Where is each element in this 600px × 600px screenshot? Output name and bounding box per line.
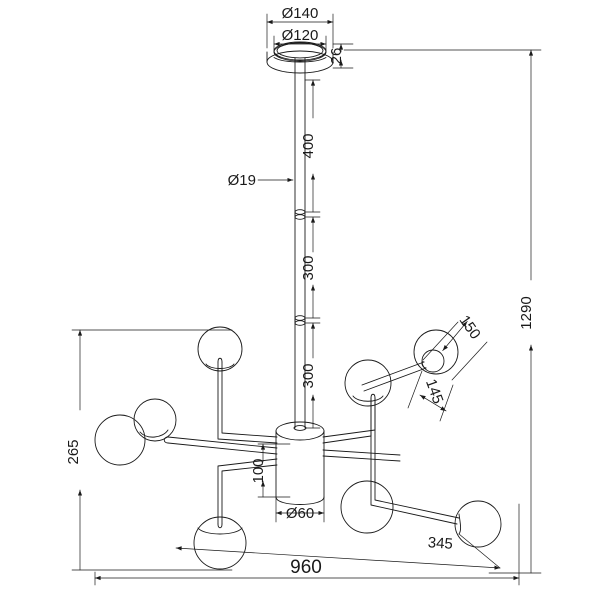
dim-hub-drop: 100 xyxy=(250,458,267,483)
globe-top-right-collar xyxy=(421,349,445,373)
dim-vertical-spread: 265 xyxy=(65,439,82,464)
dim-arm-length-lower: 145 xyxy=(422,377,447,406)
dim-arm-length-upper: 150 xyxy=(456,312,484,342)
dim-hub-diameter: Ø60 xyxy=(286,505,314,522)
dim-rod-segment-middle: 300 xyxy=(300,255,317,280)
globe-lower-center xyxy=(340,480,394,534)
dim-arm-span-lower-right: 345 xyxy=(427,534,453,553)
dimension-text-group: Ø140 Ø120 26 Ø19 400 300 300 100 Ø60 150… xyxy=(65,5,535,578)
dim-rod-segment-bottom: 300 xyxy=(300,363,317,388)
globe-lower-right xyxy=(454,500,502,548)
dim-canopy-height: 26 xyxy=(328,48,345,65)
dim-rod-segment-top: 400 xyxy=(300,133,317,158)
dimension-lines xyxy=(71,13,542,586)
canopy xyxy=(266,41,334,74)
arm-assembly-left xyxy=(94,326,278,570)
dim-canopy-outer-diameter: Ø140 xyxy=(282,5,319,22)
globe-left-front xyxy=(94,414,146,466)
dim-rod-diameter: Ø19 xyxy=(228,172,256,189)
globe-bottom-left xyxy=(193,516,247,570)
dim-overall-height: 1290 xyxy=(518,296,535,329)
globe-upper-left xyxy=(197,326,243,372)
globe-left-rear xyxy=(133,398,177,442)
central-hub xyxy=(275,421,325,505)
globe-top-right xyxy=(413,329,459,375)
dim-canopy-inner-diameter: Ø120 xyxy=(282,27,319,44)
dim-overall-width: 960 xyxy=(290,557,322,578)
globe-upper-right xyxy=(344,359,392,407)
arm-assembly-right xyxy=(322,329,502,548)
